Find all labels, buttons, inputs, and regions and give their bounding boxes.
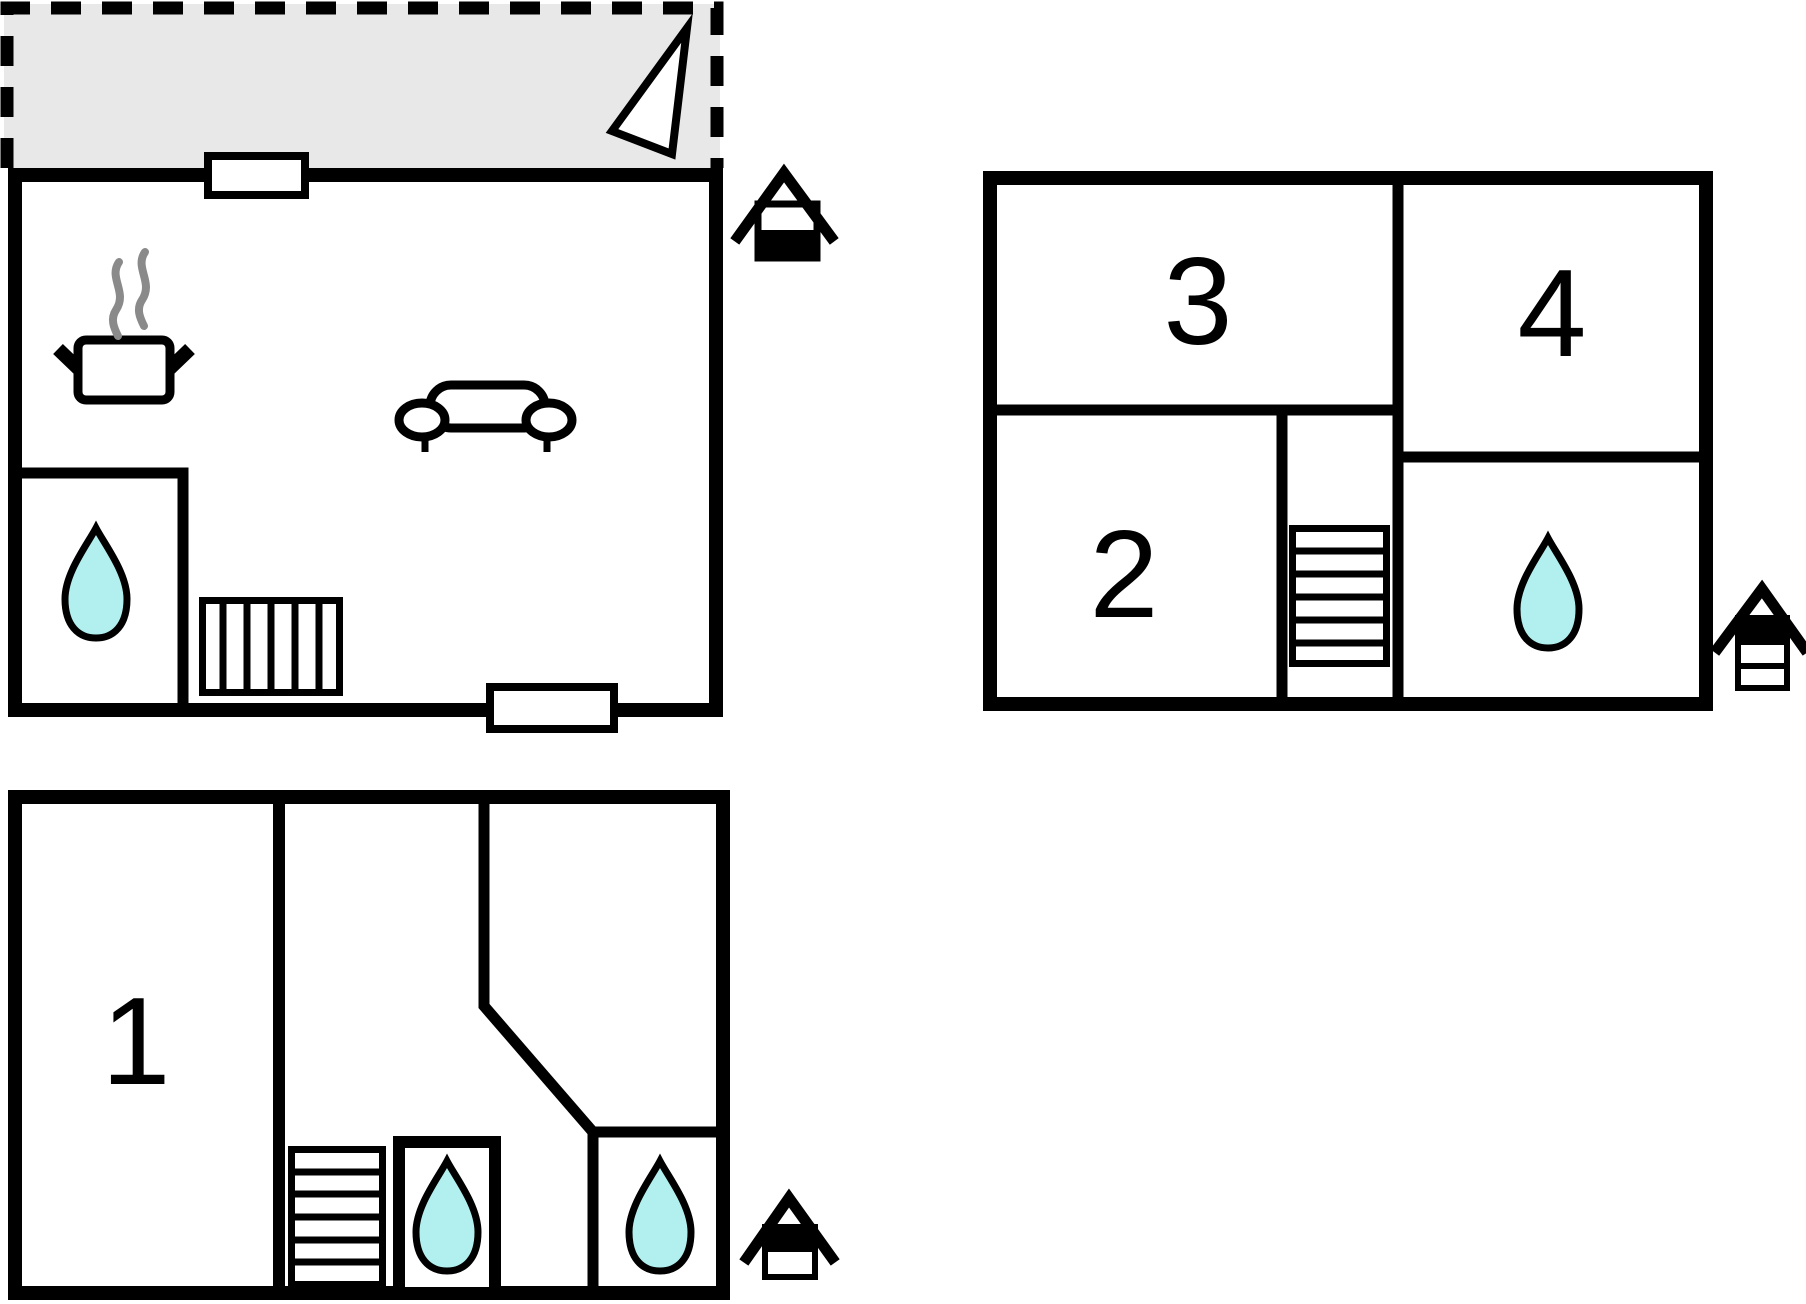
steaming-pot-icon [53,252,195,405]
house-roof [1710,579,1806,656]
bathroom-partition-wall [8,467,189,712]
ground-floor-level-house-icon [730,163,839,262]
room-label: 2 [1090,506,1159,644]
house-filled-band [758,230,817,258]
interior-wall-with-diagonal [478,797,599,1293]
staircase-icon [288,1146,386,1288]
direction-arrow-icon [605,13,693,160]
sofa-icon [394,380,577,452]
room-label: 1 [102,973,171,1111]
ground-floor-outer-wall [8,168,723,717]
room-label: 4 [1518,245,1587,383]
ground-floor-plan [0,1,724,733]
terrace-area [4,4,720,168]
window-icon [486,683,618,733]
terrace-dashed-border [0,1,724,168]
staircase-icon [199,597,343,696]
lower-floor-level-house-icon [739,1188,840,1280]
house-roof [730,163,839,245]
house-filled-band [1738,618,1787,645]
upper-floor-level-house-icon [1710,579,1806,691]
window-icon [204,152,309,199]
staircase-icon [1289,525,1390,667]
upper-floor-plan: 3 4 2 [983,171,1713,711]
lower-floor-plan: 1 [8,790,730,1300]
house-roof [739,1188,840,1266]
room-label: 3 [1164,233,1233,371]
